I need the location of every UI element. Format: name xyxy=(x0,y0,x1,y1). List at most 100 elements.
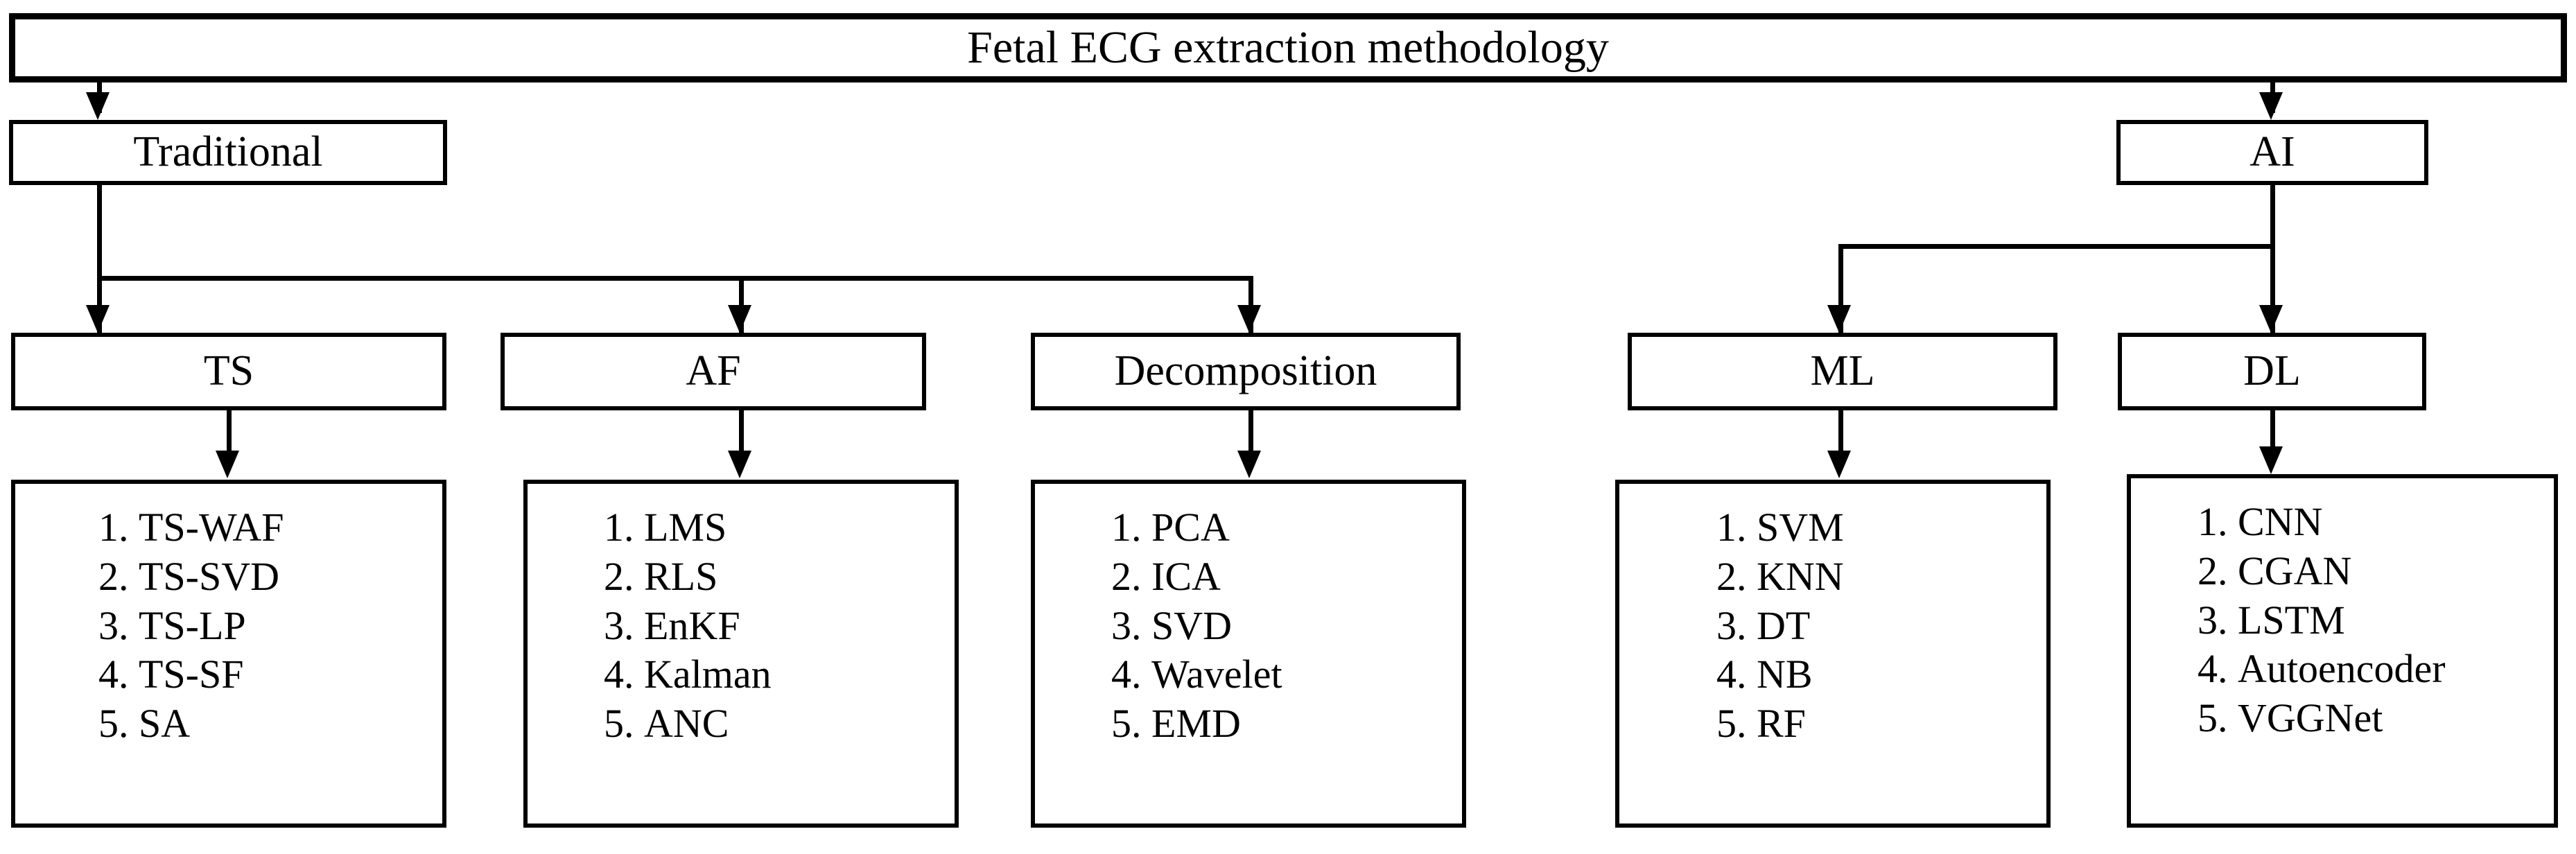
list-item-label: LSTM xyxy=(2238,597,2345,643)
connector-ml-to-list xyxy=(1838,410,1843,455)
list-item: 3.SVD xyxy=(1111,602,1462,651)
node-ai-label: AI xyxy=(2249,128,2295,176)
connector-bus-to-ts xyxy=(97,276,102,333)
node-ts-label: TS xyxy=(203,347,254,395)
list-item: 3.TS-LP xyxy=(98,602,442,651)
connector-ts-to-list xyxy=(227,410,232,455)
connector-ai-bus xyxy=(1838,244,2275,249)
list-item-label: SVD xyxy=(1151,602,1233,648)
list-item-number: 2. xyxy=(98,553,129,599)
list-item-label: EnKF xyxy=(644,602,740,648)
list-item: 5.SA xyxy=(98,699,442,749)
list-item-label: SVM xyxy=(1757,505,1844,550)
list-item-label: PCA xyxy=(1151,505,1230,550)
list-item-number: 2. xyxy=(604,553,634,599)
list-item-number: 4. xyxy=(1111,652,1142,697)
list-item: 1.SVM xyxy=(1716,503,2046,552)
list-item-label: ANC xyxy=(644,701,729,746)
list-item-label: ICA xyxy=(1151,553,1221,599)
arrowhead-dl-to-list xyxy=(2259,446,2283,474)
connector-bus-to-dl xyxy=(2270,244,2275,333)
list-item: 2.ICA xyxy=(1111,552,1462,602)
node-decomposition-label: Decomposition xyxy=(1114,347,1377,395)
list-item-label: LMS xyxy=(644,505,727,550)
list-item-label: Autoencoder xyxy=(2238,646,2446,692)
list-item-number: 3. xyxy=(98,602,129,648)
list-item: 3.LSTM xyxy=(2198,596,2554,645)
connector-decomposition-to-list xyxy=(1248,410,1253,455)
list-item-label: TS-WAF xyxy=(139,505,284,550)
list-item-label: TS-LP xyxy=(139,602,246,648)
list-item-number: 1. xyxy=(98,505,129,550)
list-item-label: RLS xyxy=(644,553,718,599)
node-ml: ML xyxy=(1628,333,2057,410)
list-item: 1.CNN xyxy=(2198,498,2554,547)
node-dl: DL xyxy=(2118,333,2426,410)
arrowhead-bus-to-dl xyxy=(2259,305,2283,333)
list-item: 5.ANC xyxy=(604,699,955,749)
list-item-number: 5. xyxy=(1716,701,1747,746)
connector-bus-to-decomposition xyxy=(1248,276,1253,333)
list-item-label: SA xyxy=(139,701,191,746)
list-item: 1.TS-WAF xyxy=(98,503,442,552)
arrowhead-ml-to-list xyxy=(1827,451,1851,478)
list-item-number: 4. xyxy=(604,652,634,697)
connector-ai-stem xyxy=(2270,185,2275,247)
list-item-number: 3. xyxy=(604,602,634,648)
arrowhead-ts-to-list xyxy=(216,451,239,478)
node-decomposition: Decomposition xyxy=(1031,333,1461,410)
node-fetal-ecg-extraction-methodology: Fetal ECG extraction methodology xyxy=(9,13,2567,82)
arrowhead-root-to-ai xyxy=(2259,92,2283,120)
arrowhead-bus-to-ts xyxy=(86,305,110,333)
list-item-number: 1. xyxy=(1716,505,1747,550)
list-item: 5.VGGNet xyxy=(2198,694,2554,743)
node-ai: AI xyxy=(2116,120,2428,185)
arrowhead-af-to-list xyxy=(728,451,751,478)
connector-bus-to-ml xyxy=(1838,244,1843,333)
list-item: 4.Wavelet xyxy=(1111,650,1462,699)
list-item-number: 5. xyxy=(2198,695,2228,740)
list-item: 3.EnKF xyxy=(604,602,955,651)
list-item-label: RF xyxy=(1757,701,1806,746)
list-item: 5.EMD xyxy=(1111,699,1462,749)
arrowhead-root-to-traditional xyxy=(86,92,110,120)
node-title-label: Fetal ECG extraction methodology xyxy=(967,22,1609,73)
list-item-number: 4. xyxy=(98,652,129,697)
list-item: 3.DT xyxy=(1716,602,2046,651)
list-item-label: DT xyxy=(1757,602,1811,648)
arrowhead-bus-to-ml xyxy=(1827,305,1851,333)
arrowhead-decomposition-to-list xyxy=(1237,451,1261,478)
list-item-number: 3. xyxy=(1716,602,1747,648)
list-item: 1.PCA xyxy=(1111,503,1462,552)
list-item-label: EMD xyxy=(1151,701,1241,746)
list-item-number: 5. xyxy=(1111,701,1142,746)
list-item-number: 4. xyxy=(1716,652,1747,697)
list-item: 4.TS-SF xyxy=(98,650,442,699)
connector-traditional-bus xyxy=(97,276,1253,281)
list-item-label: CNN xyxy=(2238,499,2323,544)
connector-bus-to-af xyxy=(739,276,744,333)
arrowhead-bus-to-decomposition xyxy=(1237,305,1261,333)
list-item-number: 3. xyxy=(2198,597,2228,643)
list-item-label: KNN xyxy=(1757,553,1844,599)
list-item: 2.KNN xyxy=(1716,552,2046,602)
list-item-number: 1. xyxy=(1111,505,1142,550)
node-dl-label: DL xyxy=(2243,347,2301,395)
list-item-label: VGGNet xyxy=(2238,695,2383,740)
list-item-number: 5. xyxy=(604,701,634,746)
connector-dl-to-list xyxy=(2270,410,2275,452)
node-traditional-label: Traditional xyxy=(133,128,323,176)
node-ml-label: ML xyxy=(1810,347,1875,395)
list-item: 2.RLS xyxy=(604,552,955,602)
node-traditional: Traditional xyxy=(9,120,447,185)
list-item: 1.LMS xyxy=(604,503,955,552)
list-item: 4.NB xyxy=(1716,650,2046,699)
